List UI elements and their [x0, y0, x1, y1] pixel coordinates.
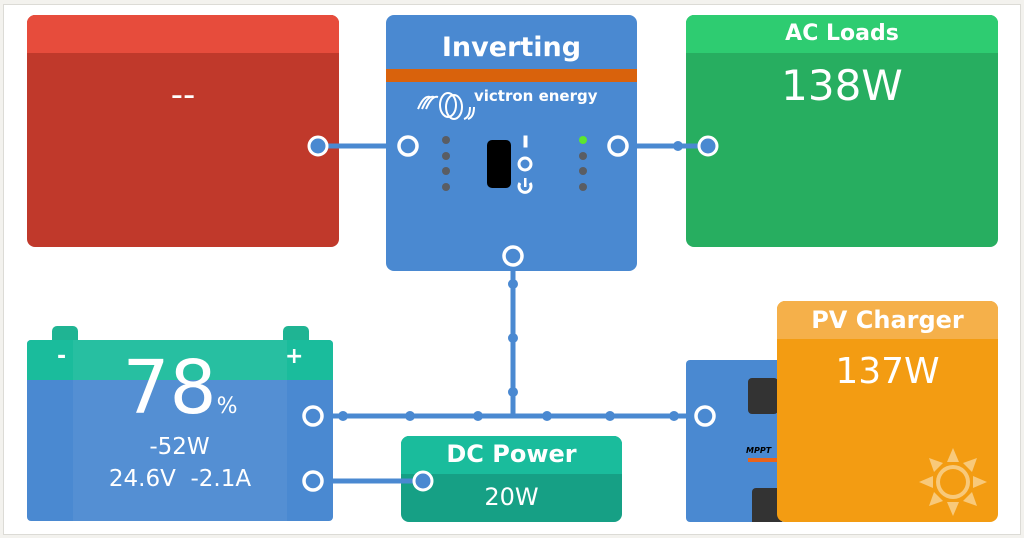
mppt-display	[748, 378, 778, 414]
connector-inverter-dc	[502, 245, 524, 267]
connector-acin	[307, 135, 329, 157]
right-led-1	[579, 136, 587, 144]
mppt-stripe	[748, 458, 786, 462]
battery-voltage-current: 24.6V -2.1A	[27, 466, 333, 492]
battery-tile[interactable]: - + 78% -52W 24.6V -2.1A	[27, 340, 333, 521]
flow-dot	[508, 279, 518, 289]
connector-inverter-acout	[607, 135, 629, 157]
left-led-1	[442, 136, 450, 144]
pv-charger-tile[interactable]: PV Charger 137W	[777, 301, 998, 522]
flow-dot	[473, 411, 483, 421]
battery-negative-terminal	[52, 326, 78, 342]
dc-power-tile[interactable]: DC Power 20W	[401, 436, 622, 522]
battery-center-band	[73, 340, 287, 521]
flow-dot	[673, 141, 683, 151]
flow-dot	[508, 333, 518, 343]
left-led-3	[442, 167, 450, 175]
battery-voltage: 24.6V	[108, 466, 176, 492]
left-led-4	[442, 182, 450, 191]
ac-input-header	[27, 15, 339, 53]
battery-plus-label: +	[285, 344, 304, 369]
flow-dot	[669, 411, 679, 421]
flow-dot	[405, 411, 415, 421]
left-led-2	[442, 151, 450, 160]
pv-charger-title: PV Charger	[777, 301, 998, 339]
battery-positive-terminal	[283, 326, 309, 342]
inverter-stripe	[386, 69, 637, 82]
flow-dot	[338, 411, 348, 421]
connector-dcpower	[412, 470, 434, 492]
brand-label: victron energy	[474, 87, 598, 105]
inverter-mode-switch[interactable]	[487, 140, 511, 188]
connector-inverter-acin	[397, 135, 419, 157]
battery-minus-label: -	[57, 344, 67, 369]
right-led-4	[579, 182, 587, 191]
connector-battery-dc	[302, 405, 324, 427]
victron-logo-icon	[417, 92, 475, 120]
flow-dot	[508, 387, 518, 397]
right-led-2	[579, 151, 587, 160]
ac-loads-title: AC Loads	[686, 15, 998, 53]
battery-soc: 78%	[27, 350, 333, 445]
ac-loads-value: 138W	[781, 61, 903, 110]
right-led-3	[579, 167, 587, 175]
dc-power-title: DC Power	[401, 436, 622, 474]
connector-battery-dcpower	[302, 470, 324, 492]
pv-charger-value: 137W	[835, 351, 940, 392]
battery-power-value: -52W	[149, 434, 210, 460]
sun-icon	[919, 448, 987, 516]
mppt-device-image: MPPT	[686, 360, 786, 522]
flow-dot	[542, 411, 552, 421]
ac-input-value: --	[170, 75, 196, 115]
connector-mppt	[694, 405, 716, 427]
battery-top	[27, 340, 333, 380]
ac-input-tile[interactable]: --	[27, 15, 339, 247]
battery-soc-value: 78	[122, 345, 217, 431]
dc-power-value: 20W	[484, 483, 539, 511]
ac-loads-tile[interactable]: AC Loads 138W	[686, 15, 998, 247]
inverter-state-title: Inverting	[441, 32, 582, 63]
battery-power: -52W	[27, 434, 333, 460]
mppt-label: MPPT	[746, 446, 772, 455]
inverter-tile[interactable]: Inverting victron energy	[386, 15, 637, 271]
battery-current: -2.1A	[190, 466, 252, 492]
flow-dot	[605, 411, 615, 421]
battery-soc-unit: %	[216, 394, 238, 419]
connector-acloads	[697, 135, 719, 157]
